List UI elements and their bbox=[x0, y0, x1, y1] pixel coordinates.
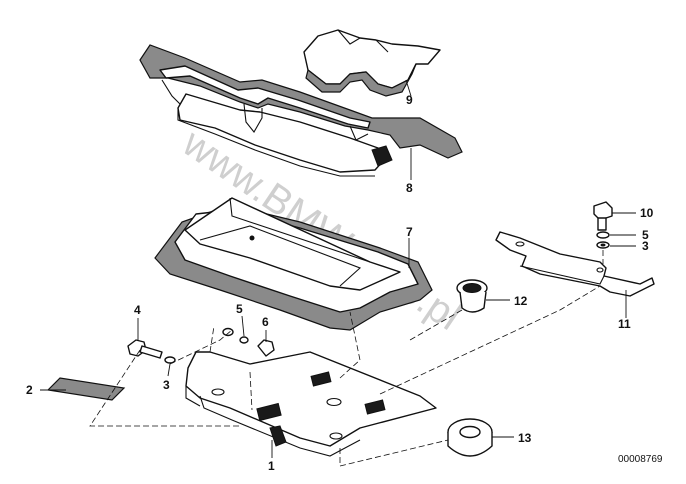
label-part-2: 2 bbox=[26, 383, 33, 397]
part-9-cover bbox=[303, 29, 441, 97]
parts-4-3-5-6-fasteners bbox=[127, 327, 275, 364]
assembly-lines bbox=[89, 250, 604, 467]
parts-10-5-3-fasteners bbox=[593, 201, 613, 249]
label-part-13: 13 bbox=[518, 431, 532, 445]
label-part-6: 6 bbox=[262, 315, 269, 329]
label-part-11: 11 bbox=[618, 317, 631, 331]
leader-lines bbox=[40, 79, 636, 458]
label-part-3-left: 3 bbox=[163, 378, 170, 392]
label-part-8: 8 bbox=[406, 181, 413, 195]
part-11-bracket bbox=[495, 231, 655, 297]
label-part-5-left: 5 bbox=[236, 302, 243, 316]
part-12-bush bbox=[456, 279, 488, 313]
label-part-12: 12 bbox=[514, 294, 528, 308]
part-1-base-plate bbox=[185, 351, 437, 457]
label-part-1: 1 bbox=[268, 459, 275, 473]
part-8-holder-frame bbox=[139, 44, 463, 177]
label-part-7: 7 bbox=[406, 225, 413, 239]
label-part-9: 9 bbox=[406, 93, 413, 107]
part-7-housing bbox=[154, 197, 433, 331]
part-13-ring bbox=[447, 418, 493, 457]
label-part-3-right: 3 bbox=[642, 239, 649, 253]
label-part-4: 4 bbox=[134, 303, 141, 317]
reference-code: 00008769 bbox=[618, 454, 663, 465]
part-2-pad bbox=[46, 377, 126, 401]
part-labels: 9 8 7 10 5 3 11 12 4 5 6 3 2 1 13 bbox=[26, 93, 654, 473]
label-part-10: 10 bbox=[640, 206, 654, 220]
label-part-5-right: 5 bbox=[642, 228, 649, 242]
